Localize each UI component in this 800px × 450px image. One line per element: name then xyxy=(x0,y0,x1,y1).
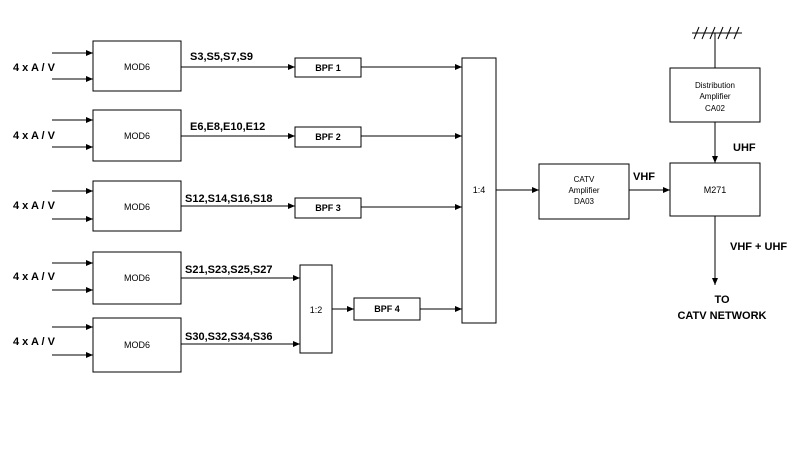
destination-line-1: TO xyxy=(714,294,730,306)
m271-mixer-label: M271 xyxy=(704,185,727,195)
channels-3: S12,S14,S16,S18 xyxy=(185,193,272,205)
bpf-label-4: BPF 4 xyxy=(374,304,400,314)
mod6-label-4: MOD6 xyxy=(124,273,150,283)
mod6-box-5 xyxy=(92,317,182,373)
catv-amplifier-line-2: Amplifier xyxy=(568,186,599,195)
mod6-box-3 xyxy=(92,180,182,232)
input-label-1: 4 x A / V xyxy=(13,62,56,74)
bpf-box-3 xyxy=(294,197,362,219)
channels-1: S3,S5,S7,S9 xyxy=(190,51,253,63)
output-signal-label: VHF + UHF xyxy=(730,241,787,253)
vhf-label: VHF xyxy=(633,171,655,183)
antenna-icon xyxy=(692,26,742,68)
mod6-box-4 xyxy=(92,251,182,305)
bpf-box-2 xyxy=(294,126,362,148)
combiner-1-2-label: 1:2 xyxy=(310,305,323,315)
catv-amplifier-line-1: CATV xyxy=(574,175,595,184)
channels-5: S30,S32,S34,S36 xyxy=(185,331,272,343)
input-label-4: 4 x A / V xyxy=(13,271,56,283)
m271-mixer-box xyxy=(669,162,761,217)
input-label-3: 4 x A / V xyxy=(13,200,56,212)
mod6-box-2 xyxy=(92,109,182,162)
uhf-label: UHF xyxy=(733,142,756,154)
bpf-label-2: BPF 2 xyxy=(315,132,341,142)
catv-amplifier-line-3: DA03 xyxy=(574,197,595,206)
mod6-label-1: MOD6 xyxy=(124,62,150,72)
distribution-amplifier-box xyxy=(669,67,761,123)
mod6-box-1 xyxy=(92,40,182,92)
mod6-label-2: MOD6 xyxy=(124,131,150,141)
destination-line-2: CATV NETWORK xyxy=(677,310,766,322)
combiner-1-4 xyxy=(461,57,497,324)
combiner-1-4-label: 1:4 xyxy=(473,185,486,195)
mod6-label-5: MOD6 xyxy=(124,340,150,350)
channels-2: E6,E8,E10,E12 xyxy=(190,121,265,133)
distribution-amplifier-line-2: Amplifier xyxy=(699,92,730,101)
distribution-amplifier-line-1: Distribution xyxy=(695,81,735,90)
input-label-2: 4 x A / V xyxy=(13,130,56,142)
bpf-label-3: BPF 3 xyxy=(315,203,341,213)
catv-amplifier-box xyxy=(538,163,630,220)
bpf-label-1: BPF 1 xyxy=(315,63,341,73)
channels-4: S21,S23,S25,S27 xyxy=(185,264,272,276)
distribution-amplifier-line-3: CA02 xyxy=(705,104,726,113)
mod6-label-3: MOD6 xyxy=(124,202,150,212)
input-label-5: 4 x A / V xyxy=(13,336,56,348)
